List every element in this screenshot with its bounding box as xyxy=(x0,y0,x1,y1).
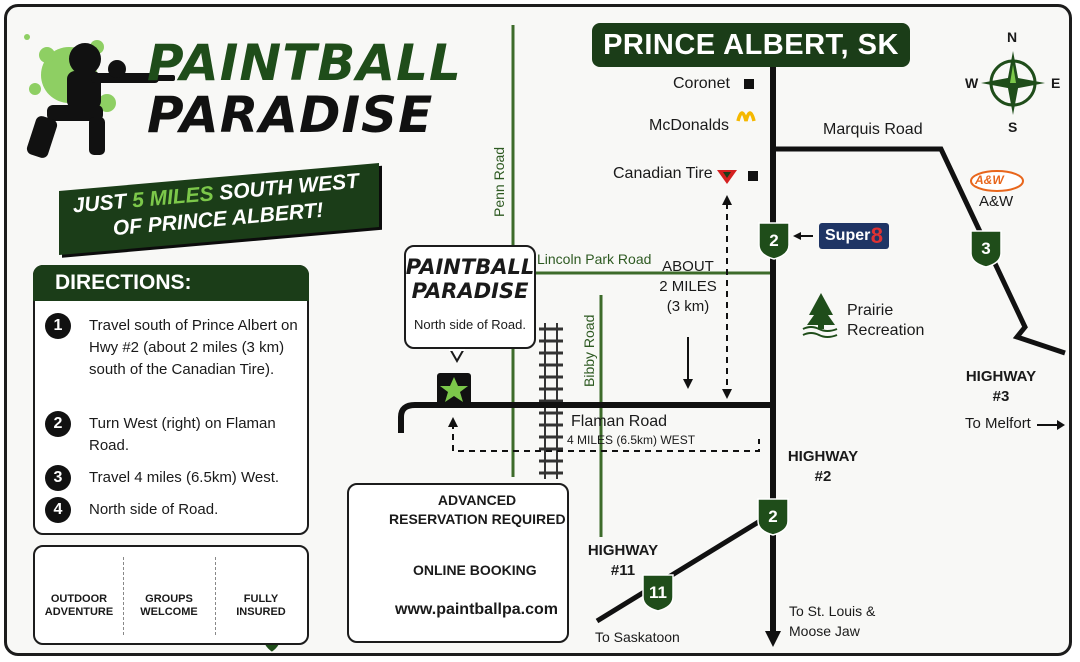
feature-divider xyxy=(123,557,124,635)
directions-panel xyxy=(33,265,309,535)
highway-11 xyxy=(595,510,775,624)
railway-track xyxy=(539,323,563,479)
flaman-road-label: Flaman Road xyxy=(571,413,668,430)
step-text: Travel south of Prince Albert on Hwy #2 … xyxy=(89,317,298,378)
coronet-marker-icon xyxy=(744,79,754,89)
step-number: 3 xyxy=(45,465,71,491)
step-number: 2 xyxy=(45,411,71,437)
compass-east: E xyxy=(1051,75,1061,91)
city-title: PRINCE ALBERT, SK xyxy=(592,23,910,67)
dashed-route xyxy=(452,423,760,452)
mcdonalds-logo-icon xyxy=(736,111,756,122)
about-arrow-icon xyxy=(683,379,693,389)
step-number: 1 xyxy=(45,313,71,339)
website-link[interactable]: www.paintballpa.com xyxy=(395,601,558,618)
paintball-player-icon xyxy=(26,43,175,158)
logo-title-line2: PARADISE xyxy=(147,86,434,144)
location-card-note: North side of Road. xyxy=(413,317,526,332)
mcdonalds-label: McDonalds xyxy=(649,117,730,134)
features-panel xyxy=(33,545,309,645)
to-saskatoon-label: To Saskatoon xyxy=(595,629,680,645)
down-arrow-icon xyxy=(722,389,732,399)
flaman-road xyxy=(398,402,773,433)
logo-title: PAINTBALL PARADISE xyxy=(147,37,462,141)
marquis-road xyxy=(773,146,1066,356)
step-text: Travel 4 miles (6.5km) West. xyxy=(89,469,280,486)
penn-road-label: Penn Road xyxy=(491,146,507,217)
aw-label: A&W xyxy=(979,193,1014,210)
highway-3-shield-icon xyxy=(970,230,1002,268)
compass-west: W xyxy=(965,75,979,91)
highway-2-label: HIGHWAY#2 xyxy=(787,448,859,485)
logo-title-line1: PAINTBALL xyxy=(147,34,462,92)
south-arrow-icon xyxy=(765,631,781,647)
compass-north: N xyxy=(1007,29,1018,45)
directions-heading: DIRECTIONS: xyxy=(33,265,309,301)
aw-logo-text: A&W xyxy=(975,173,1004,187)
highway-3-label: HIGHWAY#3 xyxy=(965,368,1037,405)
compass-icon xyxy=(981,51,1045,115)
highway-2-upper-shield-icon xyxy=(758,222,790,260)
pine-tree-icon xyxy=(802,293,838,338)
booking-panel xyxy=(347,483,569,643)
marquis-road-label: Marquis Road xyxy=(823,121,923,138)
feature-divider xyxy=(215,557,216,635)
pointer-arrow-icon xyxy=(793,232,801,240)
highway-3-number: 3 xyxy=(981,239,991,258)
canadian-tire-label: Canadian Tire xyxy=(613,165,713,182)
right-arrow-icon xyxy=(1057,420,1065,430)
map-card: PAINTBALL PARADISE JUST 5 MILES SOUTH WE… xyxy=(4,4,1072,656)
canadian-tire-marker-icon xyxy=(748,171,758,181)
route-arrow-icon xyxy=(448,417,458,427)
aw-logo-icon xyxy=(970,170,1024,192)
flaman-distance-label: 4 MILES (6.5km) WEST xyxy=(567,433,696,447)
to-melfort-label: To Melfort xyxy=(965,415,1031,432)
highway-11-label: HIGHWAY#11 xyxy=(587,542,659,579)
highway-11-shield-icon xyxy=(642,574,674,612)
up-arrow-icon xyxy=(722,195,732,205)
coronet-label: Coronet xyxy=(673,75,730,92)
to-st-louis-label: To St. Louis &Moose Jaw xyxy=(789,603,876,639)
compass-south: S xyxy=(1008,119,1018,135)
highway-2-upper-number: 2 xyxy=(769,231,779,250)
step-text: North side of Road. xyxy=(89,501,219,518)
step-text: Turn West (right) on Flaman Road. xyxy=(89,415,276,454)
highway-2-lower-shield-icon xyxy=(757,498,789,536)
highway-11-number: 11 xyxy=(649,583,667,602)
location-card xyxy=(404,245,536,349)
highway-2-lower-number: 2 xyxy=(768,507,778,526)
step-number: 4 xyxy=(45,497,71,523)
online-booking-text: ONLINE BOOKING xyxy=(413,562,537,578)
bibby-road-label: Bibby Road xyxy=(581,314,597,387)
lincoln-park-road-label: Lincoln Park Road xyxy=(537,251,652,267)
